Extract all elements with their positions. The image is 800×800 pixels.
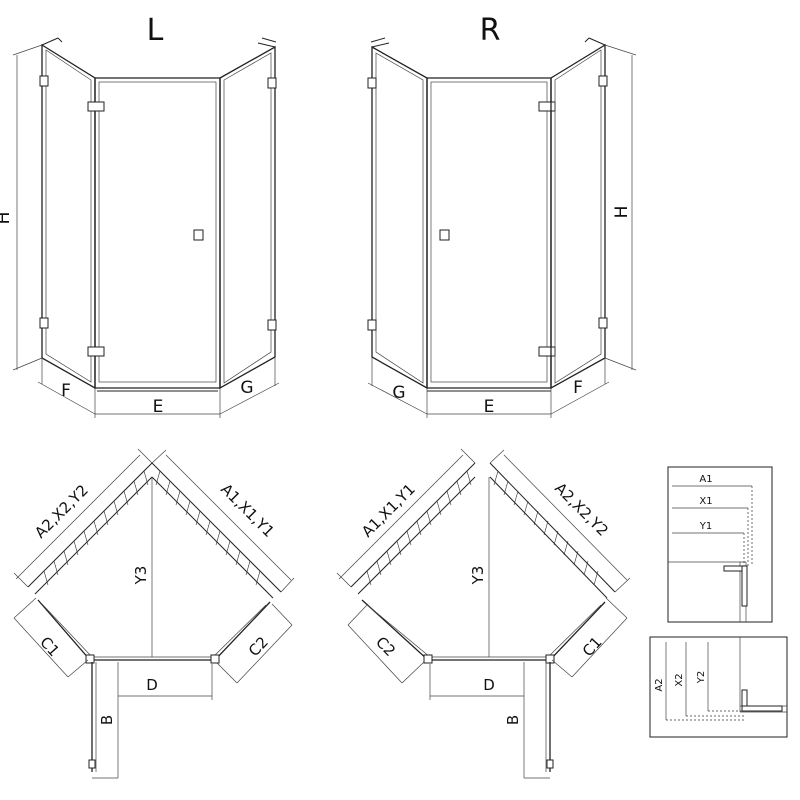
door-width-dimension: D <box>429 664 524 700</box>
plan-view-left: A2,X2,Y2 A1,X1,Y1 <box>13 448 295 779</box>
detail-top: A1 X1 Y1 <box>667 466 773 623</box>
side-c1-dimension: C1 <box>551 597 628 678</box>
dimension-h-right: H <box>604 44 637 371</box>
wall-right: A2,X2,Y2 <box>489 449 631 599</box>
dimension-label-e: E <box>153 397 164 417</box>
door-width-label: D <box>146 676 158 694</box>
dimension-e-left: E <box>95 388 221 418</box>
dimension-label-h: H <box>0 212 14 225</box>
depth-label: Y3 <box>469 566 487 586</box>
side-c2-label: C2 <box>372 633 399 660</box>
dimension-label-f: F <box>61 381 71 401</box>
detail-label-a2: A2 <box>654 678 665 691</box>
door-swing: B <box>88 662 119 779</box>
front-view-right: R <box>367 13 637 418</box>
side-panel-f <box>39 37 96 390</box>
side-c1-dimension: C1 <box>13 597 89 678</box>
dimension-label-f: F <box>573 378 583 398</box>
door-panel-e <box>426 77 556 392</box>
side-c2-dimension: C2 <box>347 603 425 684</box>
enclosure-outline <box>37 599 271 664</box>
dimension-e-right: E <box>427 388 552 418</box>
wall-hatching <box>366 470 599 586</box>
side-c1-label: C1 <box>579 633 606 660</box>
detail-label-x2: X2 <box>674 673 685 686</box>
dimension-label-h: H <box>612 206 632 219</box>
depth-dimension: Y3 <box>469 477 490 657</box>
dimension-f-left: F <box>37 358 96 418</box>
side-c1-label: C1 <box>36 633 63 660</box>
dimension-g-right: G <box>367 357 428 418</box>
detail-label-y2: Y2 <box>696 671 707 684</box>
door-panel-e <box>87 77 221 392</box>
wall-right: A1,X1,Y1 <box>151 449 295 599</box>
swing-dimension: B <box>98 715 116 725</box>
side-panel-g <box>219 37 277 390</box>
view-label-left: L <box>147 13 164 48</box>
depth-dimension: Y3 <box>132 477 153 657</box>
wall-left: A1,X1,Y1 <box>336 448 476 595</box>
door-swing: B <box>504 662 554 779</box>
dimension-h-left: H <box>0 44 43 371</box>
detail-bottom: A2 X2 Y2 <box>649 636 788 738</box>
plan-view-right: A1,X1,Y1 A2,X2,Y2 <box>336 448 631 779</box>
wall-dimension-right: A2,X2,Y2 <box>551 479 612 540</box>
dimension-label-e: E <box>484 397 495 417</box>
dimension-g-left: G <box>219 357 280 415</box>
detail-label-a1: A1 <box>699 474 712 485</box>
door-width-dimension: D <box>118 664 213 700</box>
enclosure-outline <box>361 599 606 664</box>
wall-dimension-right: A1,X1,Y1 <box>217 480 278 541</box>
view-label-right: R <box>480 13 501 48</box>
side-c2-label: C2 <box>245 633 272 660</box>
swing-dimension: B <box>504 715 522 725</box>
side-panel-f <box>550 37 608 390</box>
front-view-left: L <box>0 13 280 418</box>
wall-hatching <box>43 470 261 586</box>
detail-label-y1: Y1 <box>699 521 712 532</box>
dimension-label-g: G <box>392 383 405 403</box>
dimension-label-g: G <box>240 378 253 398</box>
depth-label: Y3 <box>132 566 150 586</box>
side-panel-g <box>367 37 428 390</box>
door-width-label: D <box>483 676 495 694</box>
wall-dimension-left: A1,X1,Y1 <box>358 480 419 541</box>
dimension-f-right: F <box>550 358 610 415</box>
detail-label-x1: X1 <box>699 496 712 507</box>
